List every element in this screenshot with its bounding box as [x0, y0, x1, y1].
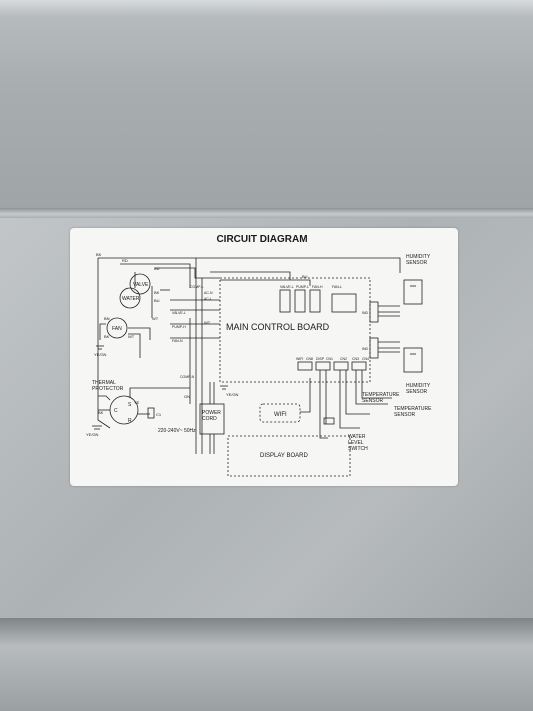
thermal-protector-line2: PROTECTOR	[92, 386, 124, 392]
wire-wt3-label: WT	[204, 320, 211, 325]
temperature-sensor-2-line2: SENSOR	[362, 398, 384, 404]
power-cord-line2: CORD	[202, 416, 217, 422]
humidity-sensor-top-line2: SENSOR	[406, 260, 428, 266]
connector-pump-l: PUMP-L	[296, 285, 309, 289]
valve-label: VALVE	[133, 282, 149, 288]
connector-cn4: CN4	[362, 357, 369, 361]
water-level-switch-line2: LEVEL	[348, 440, 364, 446]
ground-ye-gn-label-2: YE/GN	[226, 392, 239, 397]
wire-bu-label: BU	[154, 266, 160, 271]
water-level-switch-line1: WATER	[348, 434, 366, 440]
wire-bk3-label: BK	[104, 334, 110, 339]
connector-cn8: CN8	[306, 357, 313, 361]
temperature-sensor-2-line1: TEMPERATURE	[362, 392, 400, 398]
connector-cn2: CN2	[340, 357, 347, 361]
fan-label: FAN	[112, 326, 122, 332]
connector-cn3: CN3	[352, 357, 359, 361]
wire-bn-label: BN	[104, 316, 110, 321]
humidity-sensor-bottom-line1: HUMIDITY	[406, 383, 431, 389]
compressor-terminal-r: R	[128, 418, 132, 424]
connector-disp: DISP	[316, 357, 325, 361]
wire-bk2-label: BK	[154, 290, 160, 295]
connector-wifi: WIFI	[296, 357, 303, 361]
water-label: WATER	[122, 296, 140, 302]
wire-bk4-label: BK	[98, 410, 104, 415]
wire-bu3-label: BU	[154, 298, 160, 303]
connector-fan-n: FAN-N	[172, 339, 183, 343]
bottom-metal-ledge	[0, 618, 533, 711]
connector-valve-l: VALVE-L	[280, 285, 294, 289]
panel-seam	[0, 208, 533, 218]
connector-ind-1: IND	[362, 311, 369, 315]
water-level-switch-line3: SWITCH	[348, 446, 368, 452]
capacitor-label: C1	[156, 412, 162, 417]
wire-ye-label: YE	[134, 400, 140, 405]
connector-comp-l: COMP-L	[190, 285, 204, 289]
connector-ac-l: AC-L	[204, 297, 212, 301]
wire-bu2-label: BU	[302, 274, 308, 279]
connector-fan-h: FAN-H	[312, 285, 323, 289]
temperature-sensor-1-line2: SENSOR	[394, 412, 416, 418]
upper-metal-panel	[0, 0, 533, 215]
compressor-terminal-s: S	[128, 402, 132, 408]
display-board-label: DISPLAY BOARD	[260, 453, 308, 459]
humidity-sensor-bottom-line2: SENSOR	[406, 389, 428, 395]
thermal-protector-line1: THERMAL	[92, 380, 116, 386]
temperature-sensor-1-line1: TEMPERATURE	[394, 406, 432, 412]
circuit-diagram: CIRCUIT DIAGRAM MAIN CONTROL BOARD DISPL…	[86, 234, 432, 477]
connector-ac-n: AC-N	[204, 291, 213, 295]
power-spec-label: 220-240V~ 50Hz	[158, 428, 196, 434]
ground-ye-gn-label: YE/GN	[94, 352, 107, 357]
connector-cn1: CN1	[326, 357, 333, 361]
ground-ye-gn-label-3: YE/GN	[86, 432, 99, 437]
wire-wt2-label: WT	[128, 334, 135, 339]
wire-wt-label: WT	[152, 316, 159, 321]
compressor-terminal-c: C	[114, 408, 118, 414]
wire-bk-label: BK	[96, 252, 102, 257]
diagram-title: CIRCUIT DIAGRAM	[216, 234, 307, 245]
wire-rd-label: RD	[122, 258, 128, 263]
main-control-board-label: MAIN CONTROL BOARD	[226, 322, 330, 332]
circuit-diagram-label: CIRCUIT DIAGRAM MAIN CONTROL BOARD DISPL…	[70, 228, 458, 486]
connector-ind-2: IND	[362, 347, 369, 351]
humidity-sensor-top-line1: HUMIDITY	[406, 254, 431, 260]
connector-fan-l: FAN-L	[332, 285, 342, 289]
wifi-label: WIFI	[274, 412, 287, 418]
wire-gn-label: GN	[184, 394, 190, 399]
connector-valve-n: VALVE-L	[172, 311, 186, 315]
connector-pump-h: PUMP-H	[172, 325, 186, 329]
connector-comp-n: COMP-N	[180, 375, 195, 379]
power-cord-line1: POWER	[202, 410, 221, 416]
